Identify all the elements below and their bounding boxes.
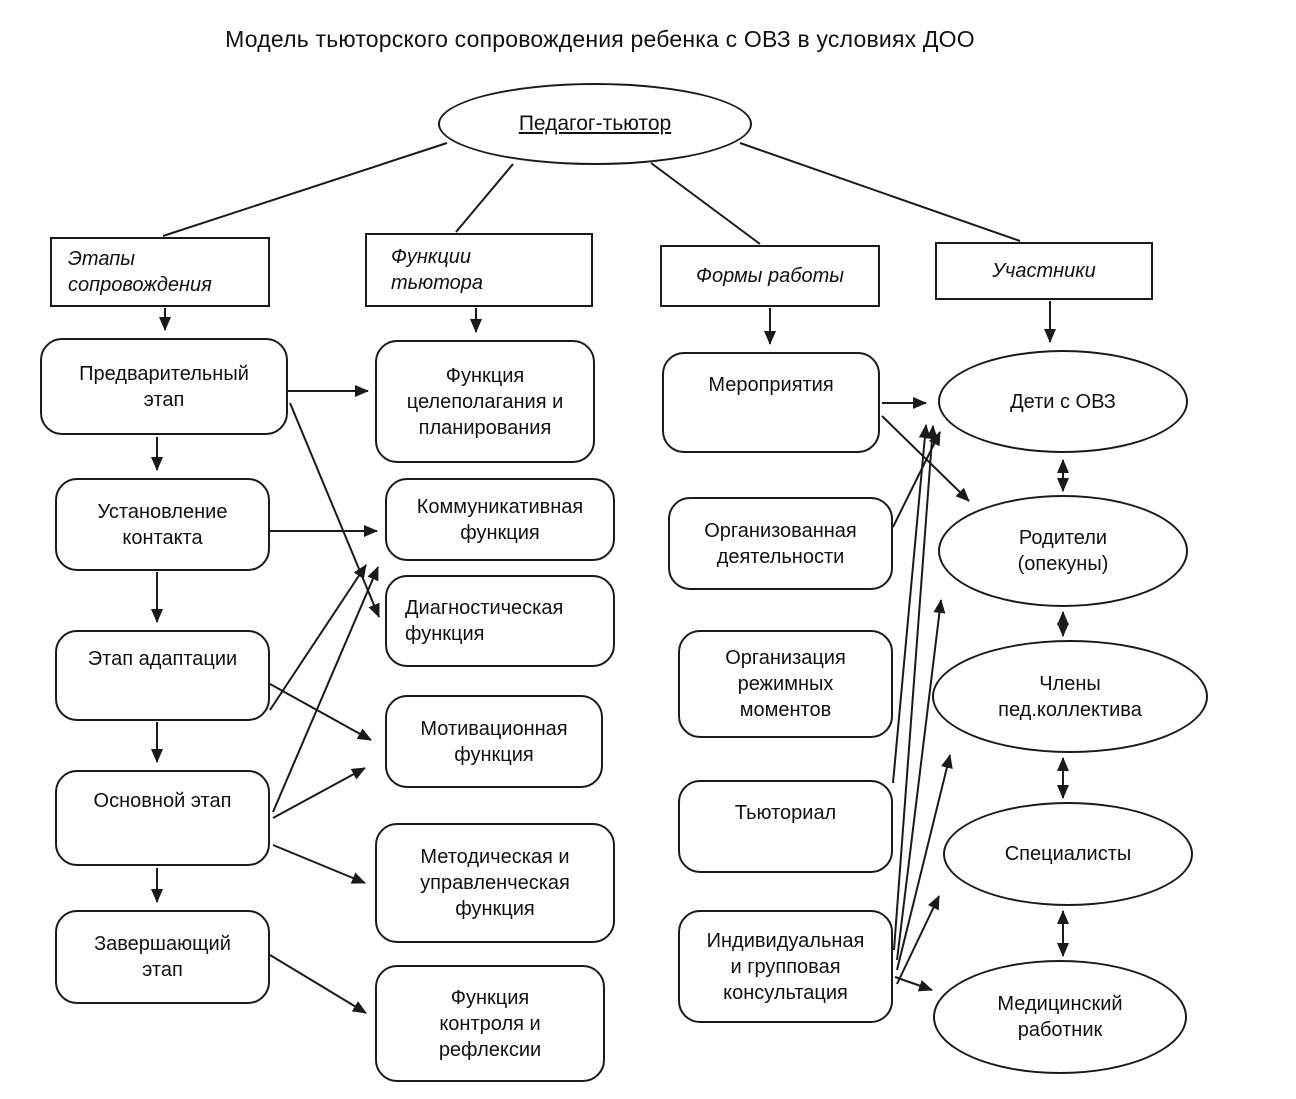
participant-medical-worker: Медицинский работник	[933, 960, 1187, 1074]
participant-parents: Родители (опекуны)	[938, 495, 1188, 607]
stage-main: Основной этап	[55, 770, 270, 866]
arrow-events-parents	[881, 415, 970, 502]
node-pedagog-tutor: Педагог-тьютор	[438, 83, 752, 165]
arrow-final-control	[269, 954, 367, 1014]
arrow-consult-specialists	[896, 895, 940, 985]
arrow-consult-children	[893, 425, 939, 951]
node-pedagog-tutor-label: Педагог-тьютор	[518, 112, 672, 136]
arrow-main-motivational	[272, 767, 366, 819]
function-methodical: Методическая и управленческая функция	[375, 823, 615, 943]
function-control-reflection: Функция контроля и рефлексии	[375, 965, 605, 1082]
arrow-adaptation-motivational	[269, 683, 372, 741]
participant-children-ovz: Дети с ОВЗ	[938, 350, 1188, 453]
function-goalsetting: Функция целеполагания и планирования	[375, 340, 595, 463]
arrow-prelim-diagnostic	[289, 402, 380, 618]
page-title: Модель тьюторского сопровождения ребенка…	[225, 26, 975, 52]
function-motivational: Мотивационная функция	[385, 695, 603, 788]
arrow-tutorial-children	[892, 424, 931, 784]
arrow-consult-parents	[896, 599, 946, 961]
function-communicative: Коммуникативная функция	[385, 478, 615, 561]
link-root-stages	[162, 142, 448, 237]
stage-preliminary: Предварительный этап	[40, 338, 288, 435]
header-stages: Этапы сопровождения	[50, 237, 270, 307]
form-tutorial: Тьюториал	[678, 780, 893, 873]
function-diagnostic: Диагностическая функция	[385, 575, 615, 667]
link-root-functions	[455, 163, 514, 233]
arrow-consult-medical	[894, 976, 933, 992]
stage-adaptation: Этап адаптации	[55, 630, 270, 721]
link-root-forms	[650, 162, 761, 245]
form-organized-activity: Организованная деятельности	[668, 497, 893, 590]
header-participants: Участники	[935, 242, 1153, 300]
link-root-participants	[739, 142, 1021, 242]
stage-final: Завершающий этап	[55, 910, 270, 1004]
header-forms: Формы работы	[660, 245, 880, 307]
header-functions: Функции тьютора	[365, 233, 593, 307]
stage-contact: Установление контакта	[55, 478, 270, 571]
arrow-main-communicative	[272, 566, 379, 813]
arrow-main-methodical	[272, 844, 366, 884]
participant-specialists: Специалисты	[943, 802, 1193, 906]
form-events: Мероприятия	[662, 352, 880, 453]
participant-ped-staff: Члены пед.коллектива	[932, 640, 1208, 753]
arrow-consult-staff	[896, 754, 953, 971]
form-regime-moments: Организация режимных моментов	[678, 630, 893, 738]
arrow-adaptation-communicative	[269, 564, 367, 711]
form-consultation: Индивидуальная и групповая консультация	[678, 910, 893, 1023]
arrow-orgactivity-children	[892, 431, 941, 528]
